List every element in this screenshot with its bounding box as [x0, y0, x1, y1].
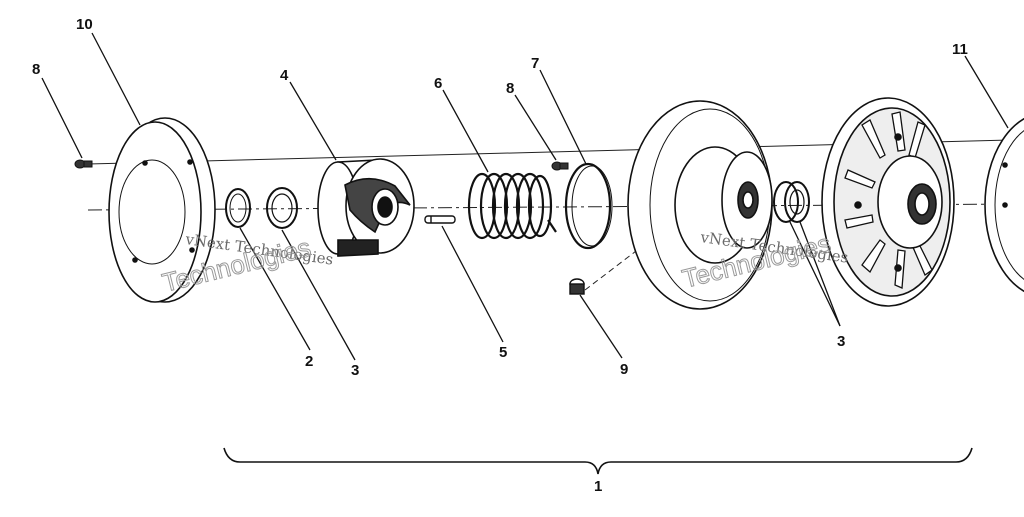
part-3-bushings-right: [773, 181, 810, 223]
part-sheave-moveable: [821, 97, 955, 307]
callout-8-middle: 8: [506, 80, 514, 97]
part-8-screw-left: [74, 159, 93, 169]
part-9-bolt: [569, 278, 585, 295]
assembly-bracket: [223, 447, 973, 475]
callout-9: 9: [620, 361, 628, 378]
part-10-plate: [108, 117, 216, 303]
callout-3-right: 3: [837, 333, 845, 350]
callout-2: 2: [305, 353, 313, 370]
callout-10: 10: [76, 16, 93, 33]
part-sheave-fixed: [627, 100, 773, 310]
part-7-ring: [564, 162, 613, 250]
part-2-snap-ring: [225, 188, 251, 228]
callout-7: 7: [531, 55, 539, 72]
callout-6: 6: [434, 75, 442, 92]
callout-4: 4: [280, 67, 289, 84]
part-6-spring: [467, 172, 557, 240]
part-11-cover: [984, 117, 1024, 293]
callouts: 10 8 4 6 8 7 11 2 3 5 9 3 1: [32, 16, 968, 495]
part-5-pin: [424, 215, 456, 224]
part-8-screw-middle: [551, 161, 569, 171]
callout-1: 1: [594, 478, 602, 495]
callout-8-left: 8: [32, 61, 40, 78]
leader-lines: [41, 32, 1009, 361]
callout-5: 5: [499, 344, 507, 361]
callout-3-left: 3: [351, 362, 359, 379]
callout-11: 11: [952, 41, 968, 58]
part-3-washer-left: [266, 187, 298, 229]
part-4-cam: [317, 158, 415, 257]
